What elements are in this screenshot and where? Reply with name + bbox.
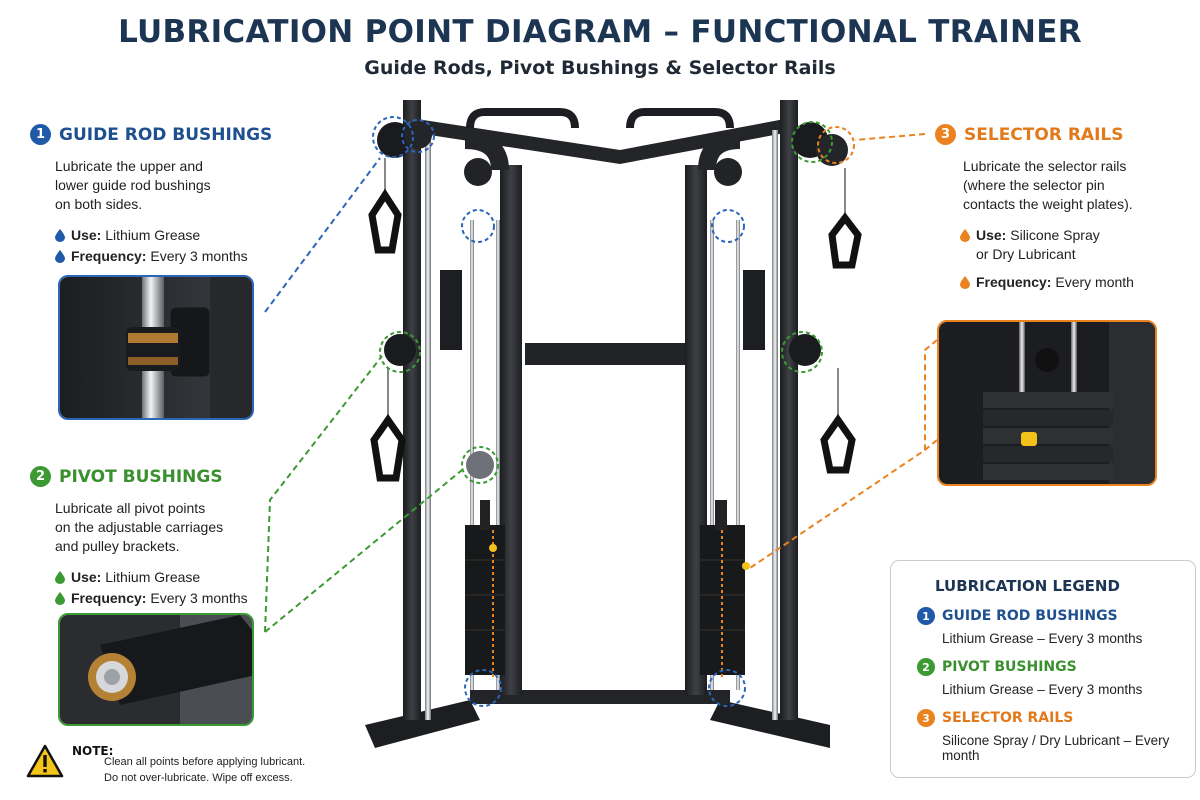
use-value: Silicone Spray [1010,227,1100,243]
pivot-bushing-closeup [58,613,254,726]
legend-item-detail: Lithium Grease – Every 3 months [942,682,1143,697]
section-description: Lubricate the upper and lower guide rod … [55,157,280,214]
use-label: Use: [71,569,102,585]
frequency-value: Every month [1055,274,1134,290]
description-line: Lubricate all pivot points [55,500,206,516]
description-line: on both sides. [55,196,143,212]
legend-item-name: GUIDE ROD BUSHINGS [942,608,1118,624]
number-badge: 2 [917,658,935,676]
frequency-label: Frequency: [976,274,1052,290]
section-heading: 3 SELECTOR RAILS [935,124,1185,145]
description-line: contacts the weight plates). [963,196,1133,212]
description-line: on the adjustable carriages [55,519,224,535]
section-heading: 1 GUIDE ROD BUSHINGS [30,124,280,145]
section-pivot-bushings: 2 PIVOT BUSHINGS Lubricate all pivot poi… [30,466,280,608]
use-row: Use: Silicone Spray or Dry Lubricant [960,226,1185,264]
diagram-title: LUBRICATION POINT DIAGRAM – FUNCTIONAL T… [118,14,1082,50]
number-badge: 1 [30,124,51,145]
grease-drop-icon [55,571,65,584]
description-line: (where the selector pin [963,177,1105,193]
number-badge: 2 [30,466,51,487]
frequency-row: Frequency: Every month [960,273,1185,292]
frequency-row: Frequency: Every 3 months [55,589,280,608]
lubricant-drop-icon [960,276,970,289]
use-value: or Dry Lubricant [976,246,1076,262]
frequency-value: Every 3 months [150,590,248,606]
legend-item-guide-rod: 1 GUIDE ROD BUSHINGS Lithium Grease – Eve… [917,607,1177,646]
use-row: Use: Lithium Grease [55,226,280,245]
number-badge: 3 [935,124,956,145]
frequency-label: Frequency: [71,248,147,264]
legend-item-selector: 3 SELECTOR RAILS Silicone Spray / Dry Lub… [917,709,1177,763]
number-badge: 1 [917,607,935,625]
legend-item-detail: Lithium Grease – Every 3 months [942,631,1143,646]
legend-item-pivot: 2 PIVOT BUSHINGS Lithium Grease – Every 3… [917,658,1177,697]
section-description: Lubricate all pivot points on the adjust… [55,499,280,556]
frequency-value: Every 3 months [150,248,248,264]
note-label: NOTE: [72,744,114,758]
legend-title: LUBRICATION LEGEND [935,577,1120,595]
lubrication-legend: LUBRICATION LEGEND 1 GUIDE ROD BUSHINGS L… [890,560,1196,778]
note-text: Clean all points before applying lubrica… [104,756,306,768]
legend-item-name: SELECTOR RAILS [942,710,1074,726]
frequency-row: Frequency: Every 3 months [55,247,280,266]
warning-triangle-icon [26,744,64,778]
use-value: Lithium Grease [105,569,201,585]
description-line: Lubricate the upper and [55,158,203,174]
grease-drop-icon [55,592,65,605]
section-description: Lubricate the selector rails (where the … [963,157,1185,214]
section-guide-rod-bushings: 1 GUIDE ROD BUSHINGS Lubricate the upper… [30,124,280,266]
use-row: Use: Lithium Grease [55,568,280,587]
diagram-subtitle: Guide Rods, Pivot Bushings & Selector Ra… [364,57,836,79]
use-label: Use: [976,227,1007,243]
description-line: and pulley brackets. [55,538,180,554]
use-label: Use: [71,227,102,243]
number-badge: 3 [917,709,935,727]
use-value: Lithium Grease [105,227,201,243]
description-line: lower guide rod bushings [55,177,211,193]
legend-item-name: PIVOT BUSHINGS [942,659,1077,675]
section-selector-rails: 3 SELECTOR RAILS Lubricate the selector … [935,124,1185,292]
lubricant-drop-icon [960,229,970,242]
description-line: Lubricate the selector rails [963,158,1127,174]
section-title: GUIDE ROD BUSHINGS [59,124,273,145]
section-heading: 2 PIVOT BUSHINGS [30,466,280,487]
selector-rail-closeup [937,320,1157,486]
grease-drop-icon [55,229,65,242]
section-title: SELECTOR RAILS [964,124,1124,145]
guide-rod-bushing-closeup [58,275,254,420]
frequency-label: Frequency: [71,590,147,606]
safety-note: NOTE: Clean all points before applying l… [26,742,346,788]
section-title: PIVOT BUSHINGS [59,466,223,487]
legend-item-detail: Silicone Spray / Dry Lubricant – Every m… [942,733,1170,763]
note-text: Do not over-lubricate. Wipe off excess. [104,772,293,784]
grease-drop-icon [55,250,65,263]
